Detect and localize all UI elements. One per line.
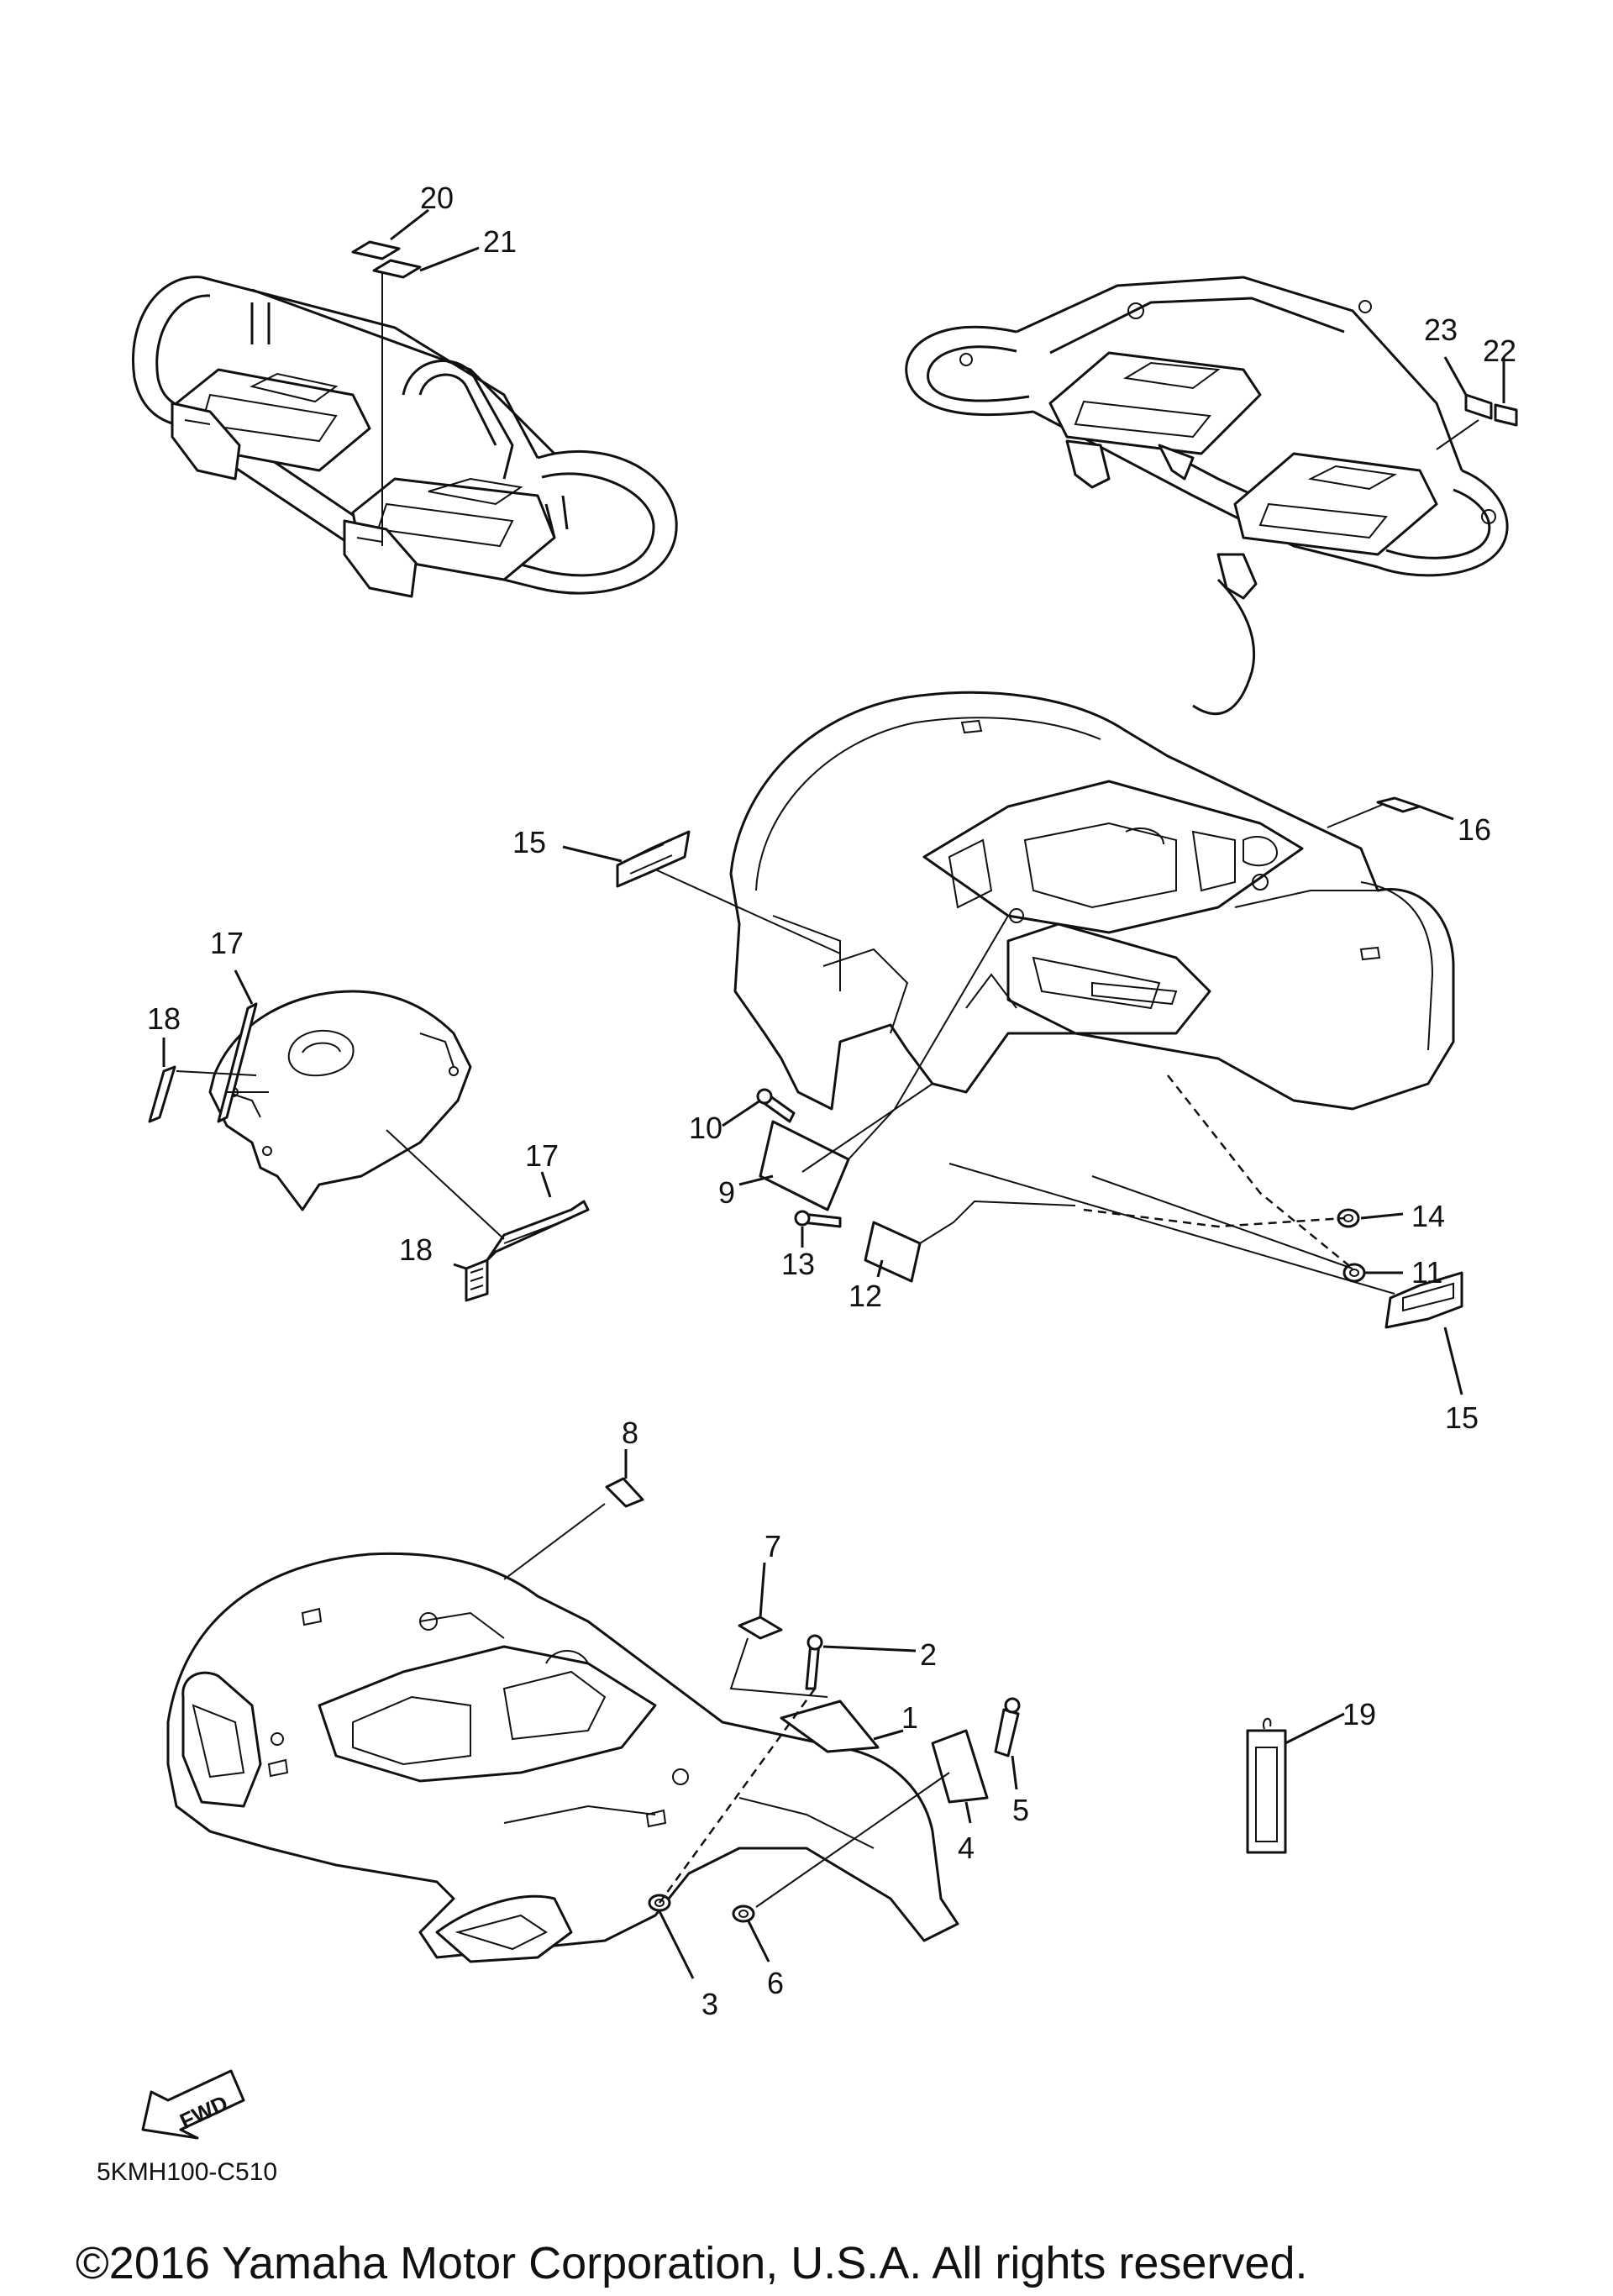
callout-13: 13 xyxy=(781,1247,815,1281)
washer-part-6 xyxy=(732,1905,755,1923)
label-part-7 xyxy=(738,1616,783,1640)
label-part-20 xyxy=(351,240,401,260)
plate-part-9 xyxy=(759,1120,850,1211)
callout-23: 23 xyxy=(1424,313,1458,347)
front-fender xyxy=(166,1552,959,1963)
callout-14: 14 xyxy=(1411,1199,1445,1233)
callout-3: 3 xyxy=(701,1987,718,2021)
callout-15-upper: 15 xyxy=(512,825,546,859)
callout-numbers: 20 21 23 22 15 16 17 18 17 18 10 9 13 12… xyxy=(147,181,1516,2021)
copyright-notice: ©2016 Yamaha Motor Corporation, U.S.A. A… xyxy=(76,2238,1308,2288)
rivet-part-10 xyxy=(756,1088,796,1123)
tag-part-19 xyxy=(1246,1717,1287,1854)
callout-8: 8 xyxy=(622,1416,638,1450)
callout-20: 20 xyxy=(420,181,454,215)
label-part-23 xyxy=(1464,393,1493,420)
rivet-part-2 xyxy=(805,1634,823,1690)
callout-18-left: 18 xyxy=(147,1001,181,1036)
callout-11: 11 xyxy=(1411,1255,1442,1290)
label-part-22 xyxy=(1494,403,1518,427)
callout-19: 19 xyxy=(1342,1697,1376,1731)
callout-15-lower: 15 xyxy=(1445,1400,1479,1435)
rear-fender xyxy=(729,691,1455,1111)
callout-1: 1 xyxy=(901,1700,918,1735)
label-part-8 xyxy=(605,1477,644,1508)
washer-part-14 xyxy=(1337,1208,1360,1228)
callout-9: 9 xyxy=(718,1175,735,1210)
rivet-part-13 xyxy=(794,1210,842,1228)
rivet-part-5 xyxy=(994,1697,1021,1757)
callout-10: 10 xyxy=(689,1111,722,1145)
plate-part-1 xyxy=(780,1700,880,1753)
label-part-21 xyxy=(372,259,422,279)
leader-lines xyxy=(162,208,1505,1979)
callout-4: 4 xyxy=(958,1831,975,1865)
stripe-part-18-left xyxy=(148,1065,176,1123)
callout-16: 16 xyxy=(1458,812,1491,847)
callout-22: 22 xyxy=(1483,334,1516,368)
forward-arrow-icon: FWD xyxy=(141,2069,245,2140)
decal-part-18-right xyxy=(465,1258,489,1302)
front-carrier-rack xyxy=(132,276,678,598)
plate-part-12 xyxy=(864,1221,922,1283)
rear-carrier-rack xyxy=(905,276,1509,715)
callout-2: 2 xyxy=(920,1637,937,1672)
label-part-16 xyxy=(1376,796,1421,813)
callout-5: 5 xyxy=(1012,1793,1029,1827)
callout-18-right: 18 xyxy=(399,1232,433,1267)
callout-17-right: 17 xyxy=(525,1138,559,1173)
callout-17-left: 17 xyxy=(210,926,244,960)
label-part-15-upper xyxy=(616,830,691,888)
callout-6: 6 xyxy=(767,1966,784,2000)
callout-12: 12 xyxy=(849,1279,882,1313)
plate-part-4 xyxy=(931,1729,989,1804)
callout-21: 21 xyxy=(483,224,517,259)
diagram-code: 5KMH100-C510 xyxy=(97,2158,277,2186)
callout-7: 7 xyxy=(764,1529,781,1563)
